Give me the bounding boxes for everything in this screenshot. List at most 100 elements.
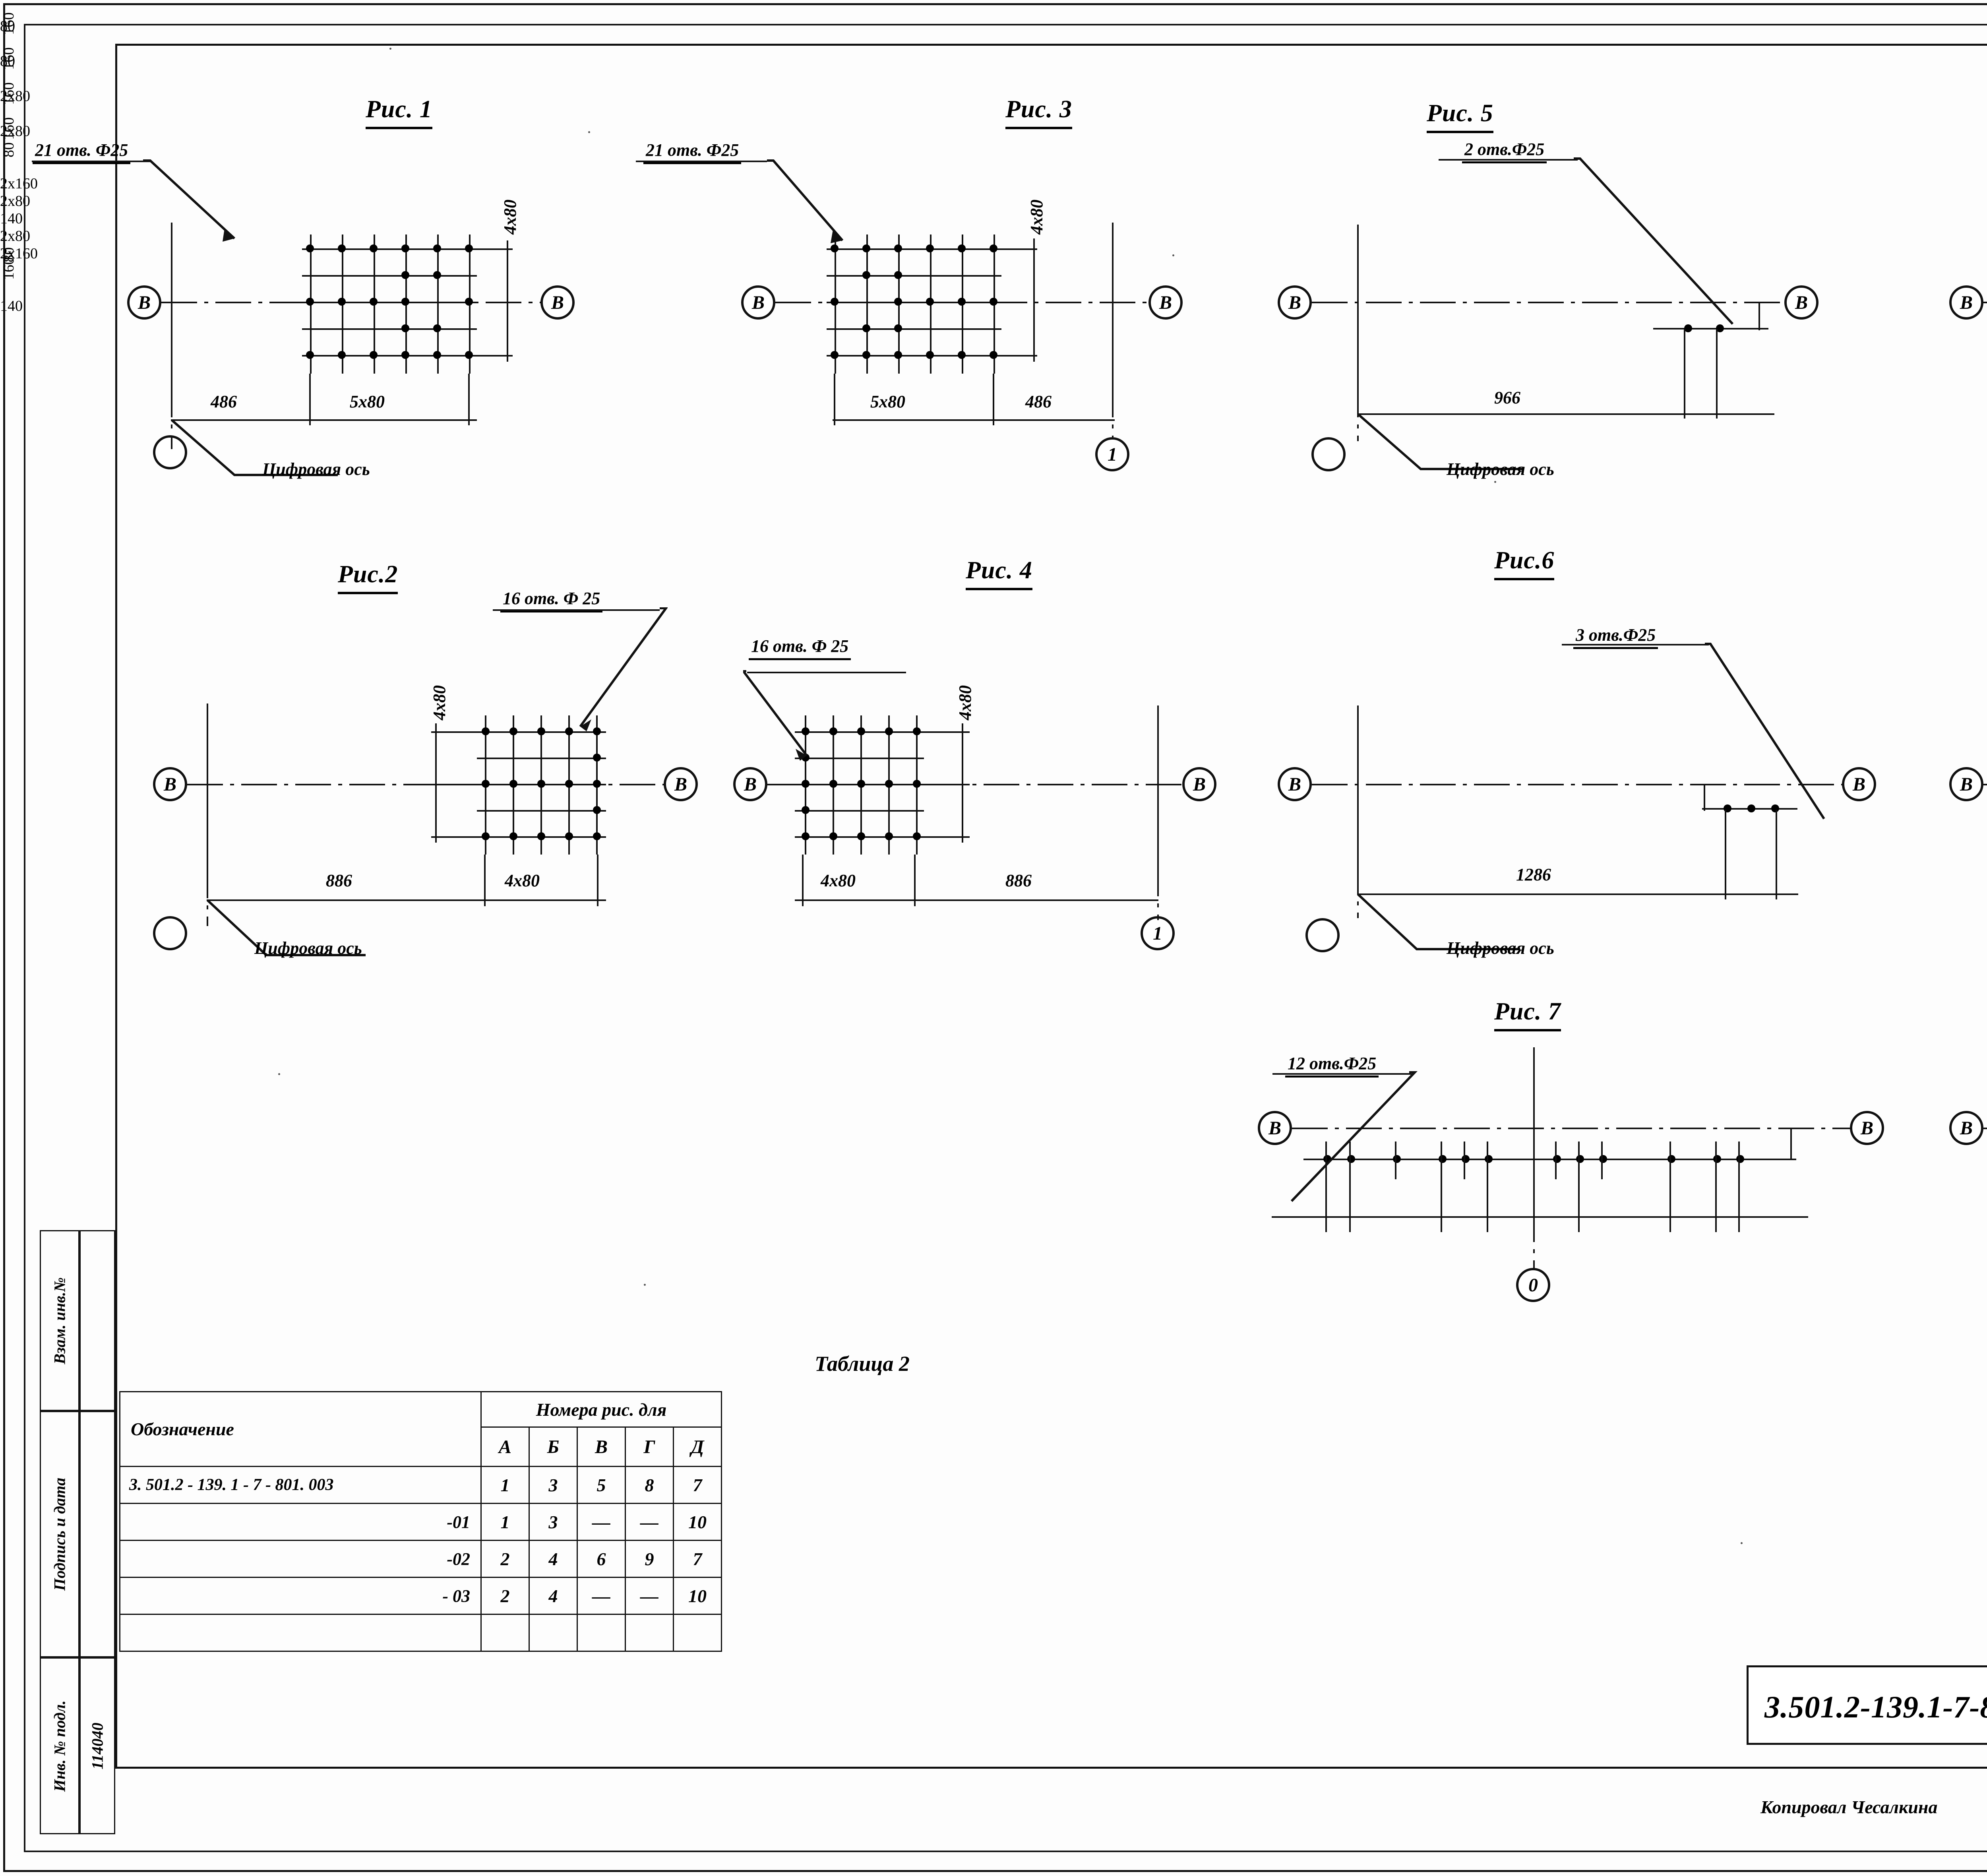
fig4-center-line	[767, 784, 1185, 785]
fig5-axis-bubble-right: В	[1784, 285, 1819, 320]
table2-caption: Таблица 2	[815, 1352, 910, 1376]
fig5-vertical-ref	[1357, 225, 1359, 384]
fig6-axis-bubble-right: В	[1842, 767, 1876, 801]
fig5-leader-line	[1574, 157, 1734, 325]
table-row	[119, 1614, 722, 1652]
side-value-inv-podl: 114040	[88, 1722, 107, 1769]
table2-col-b: Б	[529, 1426, 578, 1467]
fig1-title: Рис. 1	[366, 96, 432, 129]
fig4-axis-bubble-left: В	[733, 767, 767, 801]
fig5-hole-2	[1716, 324, 1724, 332]
side-cell-label-1: Подпись и дата	[40, 1411, 79, 1657]
copied-by: Копировал Чесалкина	[1760, 1797, 1938, 1817]
paper-speck	[278, 1073, 280, 1075]
fig1-vdim-label: 4x80	[500, 200, 520, 234]
fig2-hole-note: 16 отв. Ф 25	[500, 589, 603, 612]
table2-r3-designation: - 03	[119, 1577, 482, 1615]
fig7-axis-bubble-right: В	[1850, 1111, 1884, 1145]
fig5-hole-note: 2 отв.Ф25	[1462, 140, 1547, 163]
table2-header-row-1: Обозначение Номера рис. для	[119, 1391, 722, 1467]
fig5-dim-1: 80	[0, 18, 15, 35]
table2-col-v: В	[577, 1426, 626, 1467]
fig7-axis-bubble-left: В	[1258, 1111, 1292, 1145]
fig6-vdim-line	[1704, 784, 1705, 811]
fig6-dim-0: 1286	[1516, 865, 1551, 884]
fig2-axis-bubble-right: В	[664, 767, 698, 801]
table2-r0-c2: 5	[577, 1466, 626, 1504]
paper-speck	[1172, 254, 1174, 256]
fig5-hole-line	[1653, 328, 1768, 329]
doc-number: 3.501.2-139.1-7-801.000 СБ	[1764, 1690, 1987, 1724]
fig2-leader-line	[579, 607, 668, 731]
fig4-leader-line	[743, 670, 808, 761]
fig5-callout-leader	[1357, 413, 1524, 470]
table2-r1-c0: 1	[480, 1503, 530, 1541]
table2-r4-c1	[529, 1614, 578, 1652]
fig1-axis-bubble-left: В	[127, 285, 161, 320]
fig2-vertical-ref	[207, 704, 208, 862]
fig1-callout-text: Цифровая ось	[262, 459, 370, 479]
table2-r3-c3: —	[625, 1577, 674, 1615]
paper-speck	[389, 48, 391, 50]
fig1-leader-line	[143, 159, 236, 242]
fig3-hole-note: 21 отв. Ф25	[643, 140, 742, 164]
fig6-leader-line	[1705, 643, 1825, 820]
sheet-frame-inner	[24, 24, 1987, 1852]
fig3-axis-bubble-left: В	[741, 285, 775, 320]
fig10-axis-bubble-left: В	[1949, 1111, 1983, 1145]
table-row: 3. 501.2 - 139. 1 - 7 - 801. 003 1 3 5 8…	[119, 1466, 722, 1504]
fig10-center-line	[1983, 1128, 1987, 1129]
fig5-vdim-line	[1758, 302, 1760, 330]
fig6-callout-text: Цифровая ось	[1447, 938, 1554, 958]
table2-r2-c2: 6	[577, 1540, 626, 1578]
fig8-center-line	[1983, 302, 1987, 303]
paper-speck	[588, 131, 590, 133]
fig1-callout-leader	[171, 419, 338, 476]
table2-r1-c2: —	[577, 1503, 626, 1541]
fig6-axis-bubble-left: В	[1278, 767, 1312, 801]
table2-r1-c3: —	[625, 1503, 674, 1541]
side-cell-value-1	[79, 1411, 115, 1657]
fig9-axis-bubble-left: В	[1949, 767, 1983, 801]
fig7-dim-1: 2x160	[0, 175, 38, 192]
fig4-vdim-line	[962, 723, 963, 843]
fig4-dim-0: 4x80	[821, 871, 856, 890]
table2-r2-c3: 9	[625, 1540, 674, 1578]
table2-group-header: Номера рис. для	[480, 1391, 722, 1428]
fig1-axis-bubble-right: В	[540, 285, 575, 320]
fig3-title: Рис. 3	[1005, 96, 1072, 129]
fig7-hole-note: 12 отв.Ф25	[1285, 1054, 1379, 1078]
table2-r0-c4: 7	[673, 1466, 722, 1504]
table-row: - 03 2 4 — — 10	[119, 1577, 722, 1615]
fig5-callout-bubble	[1311, 437, 1346, 471]
fig3-axis-bubble-right: В	[1148, 285, 1183, 320]
fig7-axis-bubble-bottom: 0	[1516, 1268, 1550, 1302]
table-row: -02 2 4 6 9 7	[119, 1540, 722, 1578]
fig6-hole-note: 3 отв.Ф25	[1573, 625, 1658, 649]
table2-col-d: Д	[673, 1426, 722, 1467]
figure-fig9: Рис. 9 В В 1 3 отв. Ф 25 160 2x80 1286	[0, 82, 1987, 801]
fig6-dim-line	[1357, 893, 1798, 895]
fig5-dim-0: 966	[1494, 388, 1520, 407]
table2-r3-c4: 10	[673, 1577, 722, 1615]
fig1-vdim-line	[507, 240, 508, 362]
fig3-dim-1: 486	[1025, 392, 1052, 411]
table2-col-a: А	[480, 1426, 530, 1467]
fig7-vdim-line	[1790, 1128, 1792, 1160]
fig7-vertical-ref	[1533, 1047, 1535, 1206]
fig1-dim-line	[171, 419, 477, 421]
fig3-dim-0: 5x80	[870, 392, 905, 411]
fig4-hole-note: 16 отв. Ф 25	[748, 636, 851, 660]
fig6-hole-2	[1747, 804, 1755, 812]
fig1-hole-note: 21 отв. Ф25	[32, 140, 131, 164]
table2-r1-designation: -01	[119, 1503, 482, 1541]
table2-r2-c0: 2	[480, 1540, 530, 1578]
fig3-axis-bubble-bottom: 1	[1095, 437, 1129, 471]
side-cell-label-2: Инв. № подл.	[40, 1657, 79, 1834]
table2-r4-c2	[577, 1614, 626, 1652]
fig1-vertical-ref	[171, 223, 172, 382]
fig2-vdim-line	[435, 723, 437, 843]
fig7-title: Рис. 7	[1494, 998, 1561, 1031]
fig1-dim-1: 5x80	[350, 392, 385, 411]
